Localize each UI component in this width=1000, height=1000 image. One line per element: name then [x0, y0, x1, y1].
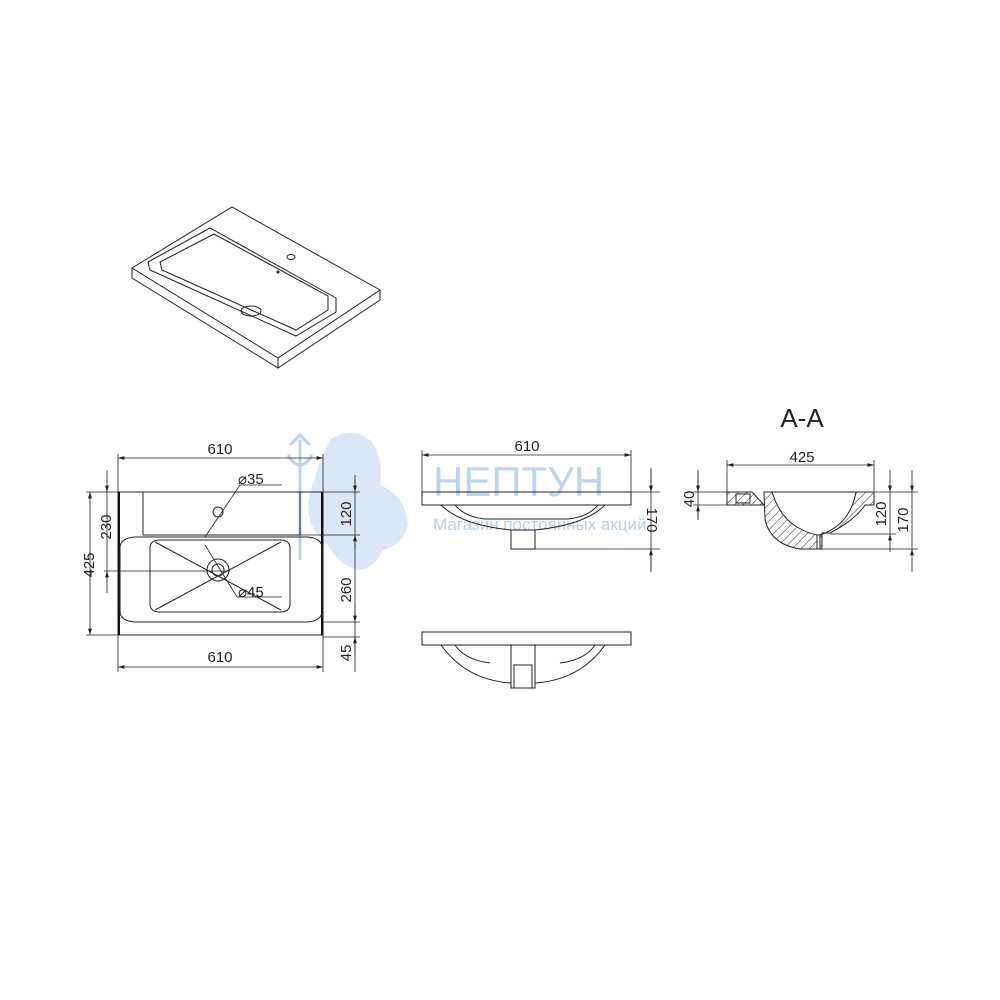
isometric-view [131, 206, 381, 369]
dim-bowl-height: 120 [873, 501, 890, 526]
dim-drain-hole: ⌀45 [238, 584, 264, 601]
dim-front-width: 610 [514, 438, 539, 455]
dim-deck-depth: 120 [338, 501, 355, 526]
front-view: 610 170 [421, 438, 660, 572]
watermark-brand: НЕПТУН [433, 458, 604, 505]
dim-total-height: 170 [895, 507, 912, 532]
dim-section-width: 425 [789, 449, 814, 466]
dim-depth-total: 425 [81, 552, 98, 577]
section-view: A-A 425 40 120 170 [681, 403, 918, 572]
section-title: A-A [780, 403, 824, 433]
watermark: НЕПТУН Магазин постоянных акций [286, 432, 647, 570]
dim-width-bottom: 610 [207, 649, 232, 666]
dim-deck-thickness: 40 [681, 491, 698, 508]
bottom-view [421, 631, 632, 689]
dim-bowl-depth: 260 [338, 577, 355, 602]
dim-tap-hole: ⌀35 [238, 471, 264, 488]
dim-width-top: 610 [207, 441, 232, 458]
watermark-slogan: Магазин постоянных акций [433, 515, 647, 534]
dim-depth-to-drain: 230 [98, 514, 115, 539]
dim-front-height: 170 [643, 507, 660, 532]
dim-front-rim: 45 [338, 645, 355, 662]
top-view: 610 610 425 230 120 260 45 ⌀35 ⌀45 [81, 441, 360, 672]
